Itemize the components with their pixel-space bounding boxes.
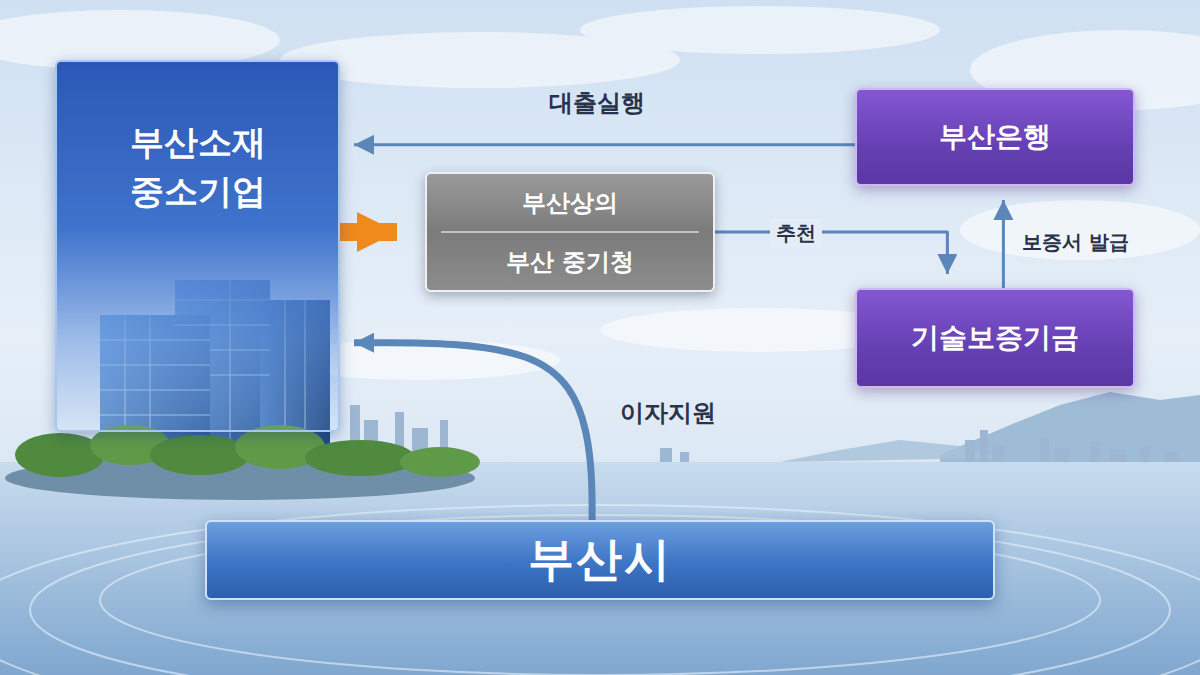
node-text: 부산소재 중소기업 <box>103 118 293 217</box>
connector-arrow <box>340 223 397 241</box>
trees <box>15 425 480 477</box>
node-text: 부산상의 <box>522 187 618 219</box>
node-text: 기술보증기금 <box>911 319 1079 357</box>
edge-label: 보증서 발급 <box>1016 228 1135 257</box>
edge-label: 추천 <box>770 219 822 248</box>
text-cell: 부산상의 <box>441 174 699 231</box>
bank-box: 부산은행 <box>855 88 1135 186</box>
connector-arrow <box>354 143 855 146</box>
company-box: 부산소재 중소기업 <box>55 60 340 432</box>
node-text: 부산 중기청 <box>506 246 634 278</box>
text-cell: 부산 중기청 <box>441 231 699 290</box>
ripples <box>0 505 1200 675</box>
city-band: 부산시 <box>205 520 995 600</box>
connector-arrow <box>354 343 592 520</box>
connector-arrow <box>1002 200 1005 288</box>
edge-label: 이자지원 <box>614 396 722 430</box>
node-text: 부산은행 <box>939 118 1051 156</box>
fund-box: 기술보증기금 <box>855 288 1135 388</box>
agency-box: 부산상의부산 중기청 <box>425 172 715 292</box>
edge-label: 대출실행 <box>543 86 651 120</box>
node-text: 부산시 <box>528 529 672 591</box>
connector-arrow <box>715 232 947 274</box>
